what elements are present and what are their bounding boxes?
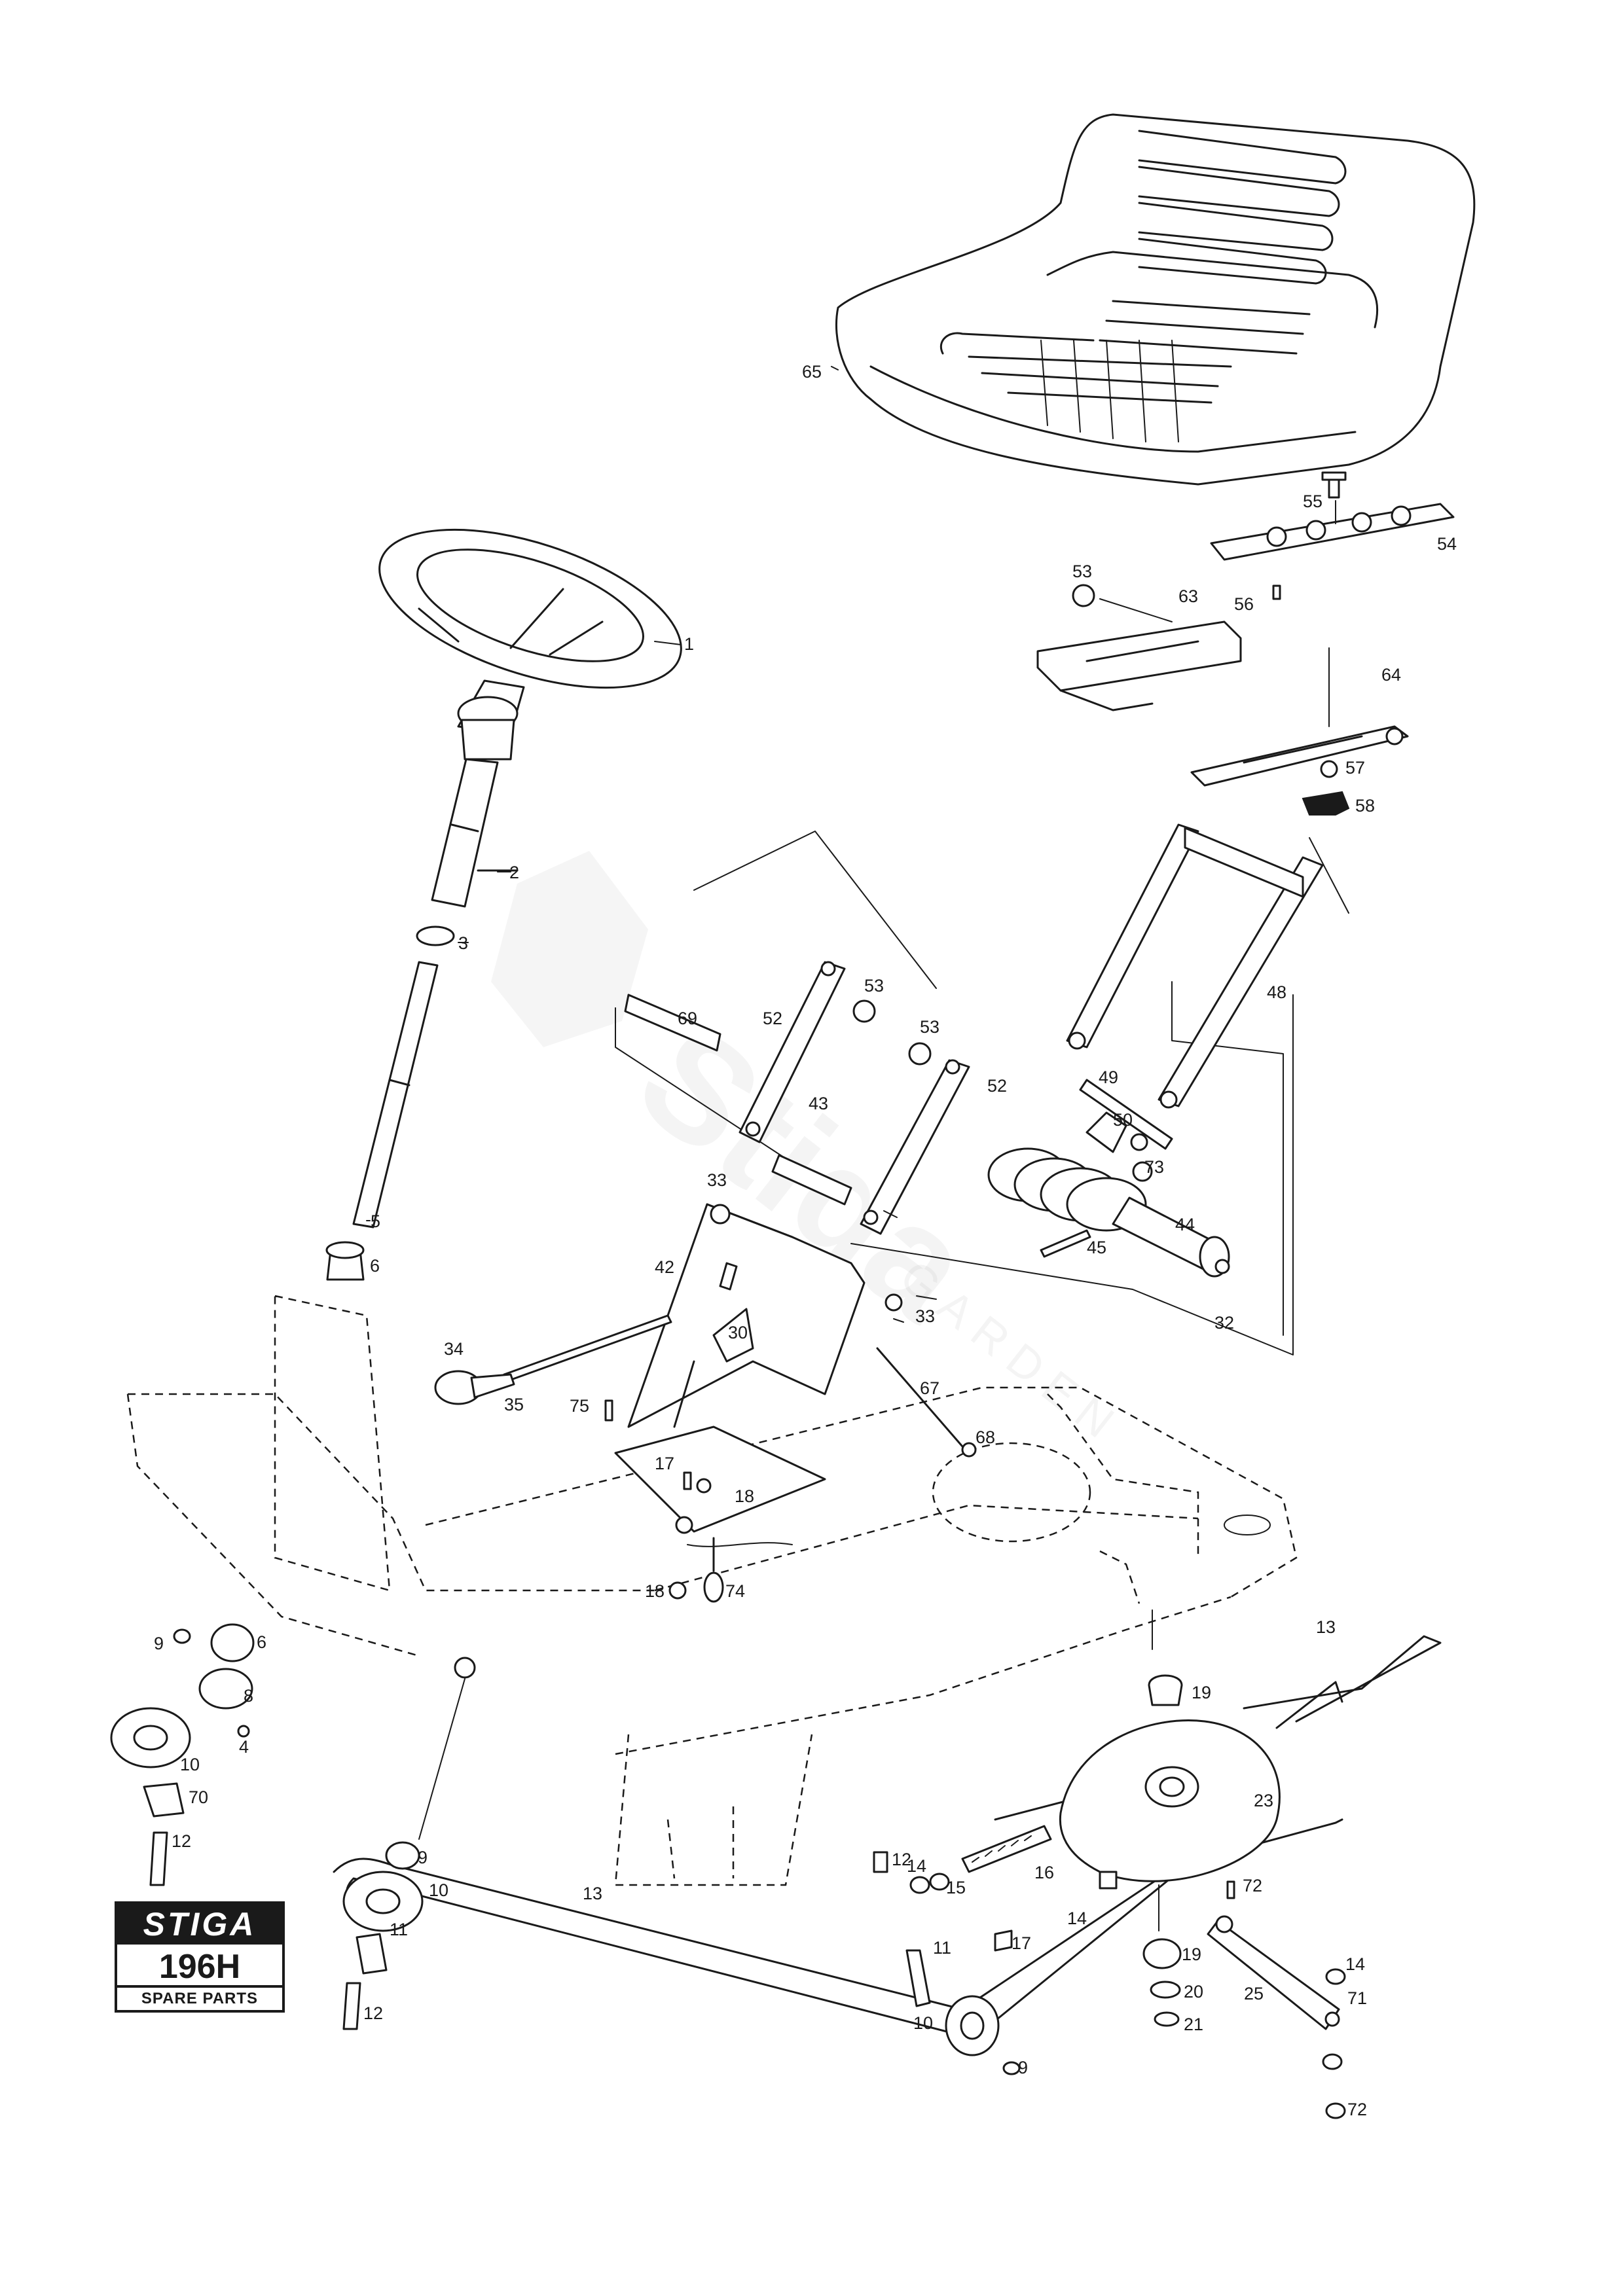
part-label: 19 [1182,1945,1201,1964]
part-label: 6 [370,1256,380,1276]
part-label: 53 [920,1017,939,1037]
part-label: 52 [987,1076,1007,1096]
part-label: 68 [976,1427,995,1447]
part-label: 42 [655,1257,674,1277]
part-label: 53 [1072,562,1092,581]
part-label: 50 [1113,1110,1133,1130]
part-label: 5 [371,1211,380,1231]
part-label: 72 [1347,2100,1367,2119]
part-label: 10 [180,1755,200,1774]
stiga-logo: STIGA 196H SPARE PARTS [115,1901,285,2013]
part-label: 11 [933,1938,951,1958]
part-label: 65 [802,362,822,382]
part-label: 71 [1347,1988,1367,2008]
part-label: 53 [864,976,884,996]
part-label: 70 [189,1787,208,1807]
part-label: 13 [1316,1617,1336,1637]
seat-rail-assembly [1210,471,1455,600]
part-label: 54 [1437,534,1457,554]
part-label: 58 [1355,796,1375,816]
part-label: 4 [239,1737,249,1757]
part-label: 18 [735,1486,754,1506]
part-labels: 1 2 3 5 6 6 9 8 4 10 70 12 9 10 11 12 13… [154,362,1457,2119]
part-label: 64 [1381,665,1401,685]
part-label: 43 [809,1094,828,1113]
part-label: 30 [728,1323,748,1342]
part-label: 16 [1034,1863,1054,1882]
part-label: 35 [504,1395,524,1414]
seat-mount-links [615,831,1294,1355]
part-label: 48 [1267,982,1286,1002]
seat [835,113,1476,486]
part-label: 18 [645,1581,665,1601]
part-label: 2 [509,863,519,882]
part-label: 9 [154,1634,164,1653]
tensioner-arm [1207,1880,1346,2119]
part-label: 33 [915,1306,935,1326]
part-label: 63 [1178,586,1198,606]
part-label: 73 [1144,1157,1164,1177]
part-label: 49 [1099,1067,1118,1087]
steering-column [325,758,519,1281]
part-label: 12 [892,1850,911,1869]
part-label: 20 [1184,1982,1203,2001]
part-label: 14 [907,1856,926,1876]
watermark-sub: GARDEN [891,1250,1133,1454]
part-label: 12 [172,1831,191,1851]
center-pulley-group [1059,1609,1281,2027]
part-label: 25 [1244,1984,1264,2003]
steering-wheel [378,528,682,761]
part-label: 10 [913,2013,933,2033]
lower-pulley-group [873,1825,1118,2075]
logo-model: 196H [158,1948,241,1986]
svg-text:STIGA: STIGA [143,1906,257,1943]
console-bracket [434,1203,977,1603]
part-label: 57 [1345,758,1365,778]
spring-assembly [987,1111,1230,1278]
part-label: 75 [570,1396,589,1416]
slide-64 [1190,647,1409,816]
part-label: 9 [1018,2058,1028,2077]
part-label: 14 [1067,1909,1087,1928]
part-label: 12 [363,2003,383,2023]
part-label: 45 [1087,1238,1106,1257]
seat-frame-48 [1066,823,1349,1150]
frame-outline [126,1295,1298,1886]
part-label: 23 [1254,1791,1273,1810]
part-label: 67 [920,1378,939,1398]
part-label: 15 [946,1878,966,1897]
part-label: 9 [418,1848,428,1867]
left-pulley-group [110,1623,476,1886]
part-label: 56 [1234,594,1254,614]
part-label: 11 [390,1920,408,1939]
part-label: 10 [429,1880,448,1900]
leader-lines [366,366,937,1323]
part-label: 19 [1192,1683,1211,1702]
part-label: 44 [1175,1215,1195,1234]
part-label: 3 [458,933,468,953]
part-label: 14 [1345,1954,1365,1974]
lower-left-pulley [342,1841,424,2030]
part-label: 13 [583,1884,602,1903]
watermark-logo-icon [491,851,648,1047]
stiga-wordmark-icon: STIGA [143,1906,257,1943]
part-label: 74 [725,1581,745,1601]
part-label: 8 [244,1686,253,1706]
bracket-63 [1036,584,1242,711]
part-label: 33 [707,1170,727,1190]
part-label: 17 [1012,1933,1031,1953]
logo-brand-bar: STIGA [117,1904,282,1945]
part-label: 17 [655,1454,674,1473]
part-label: 32 [1214,1313,1234,1333]
part-label: 72 [1243,1876,1262,1895]
part-label: 69 [678,1009,697,1028]
part-label: 34 [444,1339,464,1359]
part-label: 1 [684,634,694,654]
part-label: 6 [257,1632,266,1652]
part-label: 55 [1303,492,1322,511]
part-label: 21 [1184,2015,1203,2034]
part-label: 52 [763,1009,782,1028]
logo-subtitle: SPARE PARTS [117,1985,282,2010]
